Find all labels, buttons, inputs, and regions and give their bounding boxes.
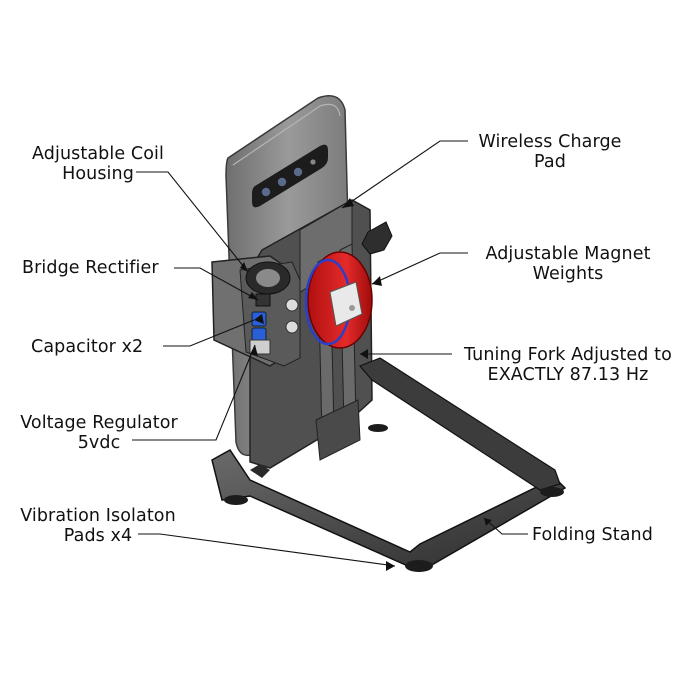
- label-tuning-fork-line1: Tuning Fork Adjusted to: [464, 345, 672, 365]
- label-capacitor: Capacitor x2: [31, 337, 143, 357]
- label-wireless-pad: Wireless Charge Pad: [470, 132, 630, 172]
- label-bridge-rectifier-line1: Bridge Rectifier: [22, 258, 159, 278]
- leader-magnet-weights: [371, 252, 468, 285]
- label-isolation-pads: Vibration Isolaton Pads x4: [8, 506, 188, 546]
- isolation-pads: [224, 424, 564, 572]
- leader-bridge-rectifier: [174, 267, 259, 301]
- label-isolation-pads-line1: Vibration Isolaton: [20, 506, 176, 526]
- label-folding-stand: Folding Stand: [532, 525, 653, 545]
- label-coil-housing-line1: Adjustable Coil: [32, 144, 164, 164]
- label-magnet-weights: Adjustable Magnet Weights: [470, 244, 666, 284]
- label-magnet-weights-line2: Weights: [532, 264, 604, 284]
- label-coil-housing: Adjustable Coil Housing: [18, 144, 178, 184]
- folding-stand: [211, 357, 567, 567]
- label-wireless-pad-line1: Wireless Charge: [478, 132, 622, 152]
- label-folding-stand-line1: Folding Stand: [532, 525, 653, 545]
- leader-isolation-pads: [138, 533, 396, 567]
- label-coil-housing-line2: Housing: [62, 164, 134, 184]
- leader-voltage-regulator: [132, 344, 256, 441]
- magnet-weights: [304, 251, 373, 349]
- coil-housing: [211, 255, 301, 367]
- leader-folding-stand: [483, 517, 528, 535]
- leader-lines: [132, 140, 528, 567]
- label-voltage-regulator: Voltage Regulator 5vdc: [4, 413, 194, 453]
- label-wireless-pad-line2: Pad: [534, 152, 566, 172]
- label-tuning-fork: Tuning Fork Adjusted to EXACTLY 87.13 Hz: [454, 345, 682, 385]
- label-bridge-rectifier: Bridge Rectifier: [22, 258, 159, 278]
- adjustment-knob: [361, 221, 393, 255]
- leader-capacitor: [163, 319, 255, 347]
- leader-arrowheads: [240, 198, 492, 571]
- leader-wireless-pad: [341, 140, 468, 209]
- label-voltage-regulator-line2: 5vdc: [77, 433, 121, 453]
- bridge-rectifier: [255, 293, 271, 307]
- label-magnet-weights-line1: Adjustable Magnet: [485, 244, 651, 264]
- label-voltage-regulator-line1: Voltage Regulator: [20, 413, 178, 433]
- label-tuning-fork-line2: EXACTLY 87.13 Hz: [487, 365, 649, 385]
- label-capacitor-line1: Capacitor x2: [31, 337, 144, 357]
- leader-coil-housing: [136, 171, 249, 273]
- camera-module: [252, 144, 328, 208]
- label-isolation-pads-line2: Pads x4: [63, 526, 133, 546]
